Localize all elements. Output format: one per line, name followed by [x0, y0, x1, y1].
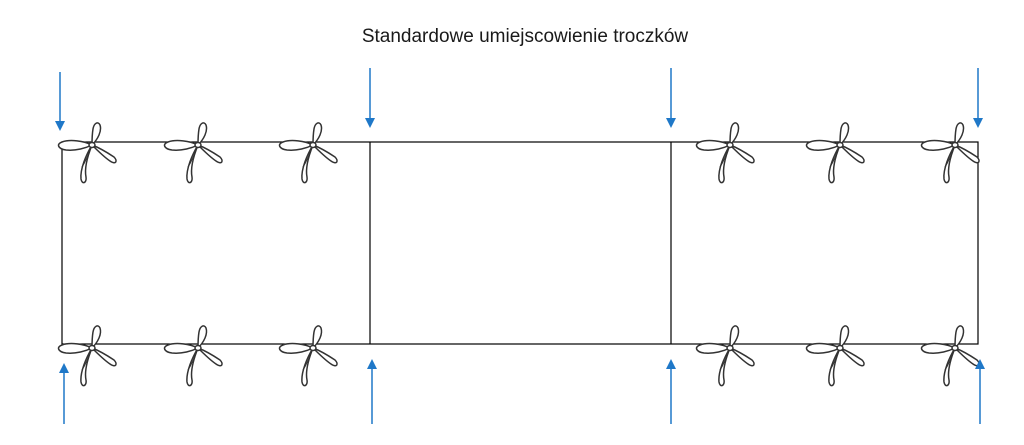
ribbon-tie-icon: [805, 122, 865, 184]
diagram-title: Standardowe umiejscowienie troczków: [361, 26, 689, 47]
ribbon-tie-icon: [805, 325, 865, 387]
panel-outline: [61, 141, 979, 345]
ribbon-tie-icon: [163, 325, 223, 387]
ribbon-tie-icon: [920, 325, 980, 387]
ribbon-tie-icon: [920, 122, 980, 184]
ribbon-tie-icon: [278, 122, 338, 184]
ribbon-tie-icon: [278, 325, 338, 387]
ribbon-tie-icon: [695, 325, 755, 387]
ribbon-tie-icon: [57, 325, 117, 387]
ribbon-tie-icon: [163, 122, 223, 184]
ribbon-tie-icon: [695, 122, 755, 184]
ribbon-tie-icon: [57, 122, 117, 184]
